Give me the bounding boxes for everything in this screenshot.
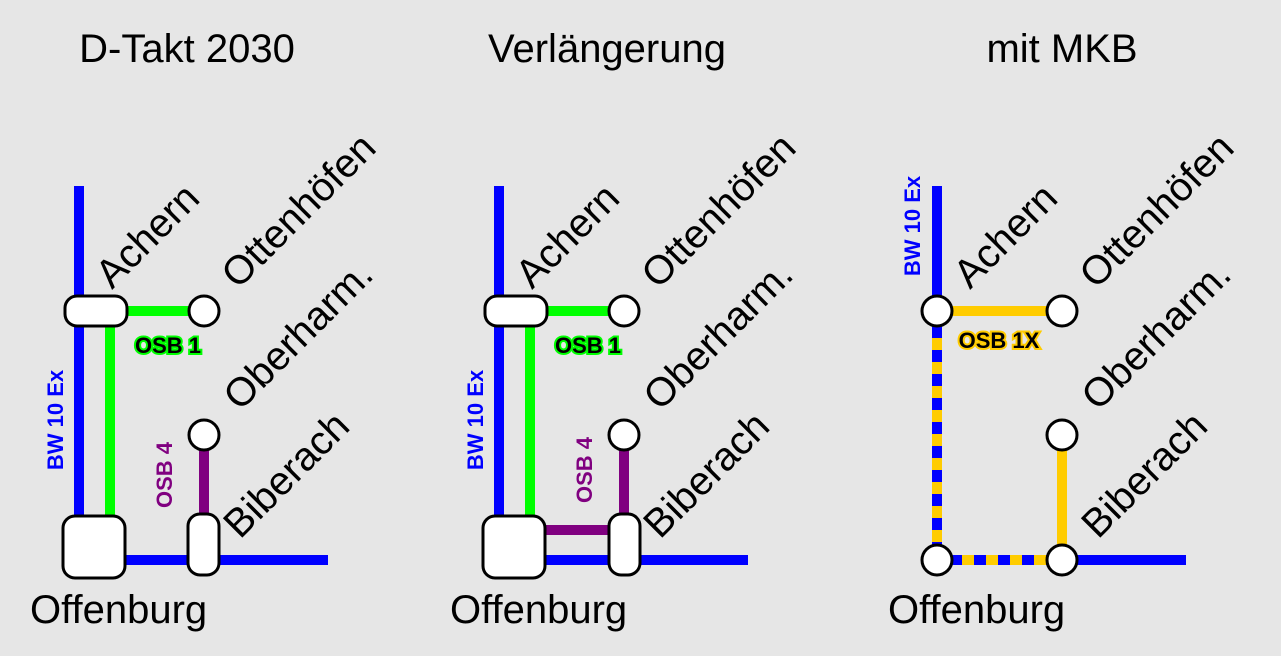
station-biberach xyxy=(1045,543,1079,577)
station-biberach xyxy=(186,512,221,577)
panel-title: Verlängerung xyxy=(488,27,726,71)
station-oberharm xyxy=(1045,418,1079,452)
station-oberharm xyxy=(607,418,641,452)
station-achern xyxy=(63,294,129,328)
label-bw10: BW 10 Ex xyxy=(900,175,925,276)
panel-title: mit MKB xyxy=(986,27,1137,71)
label-offenburg: Offenburg xyxy=(450,588,627,632)
station-ottenhoefen xyxy=(187,294,221,328)
label-bw10: BW 10 Ex xyxy=(43,369,68,470)
station-ottenhoefen xyxy=(1045,294,1079,328)
panel-title: D-Takt 2030 xyxy=(79,27,295,71)
label-offenburg: Offenburg xyxy=(30,588,207,632)
label-bw10: BW 10 Ex xyxy=(463,369,488,470)
station-achern xyxy=(483,294,549,328)
label-osb4: OSB 4 xyxy=(152,441,177,508)
label-osb1x: OSB 1X xyxy=(959,328,1040,353)
station-offenburg xyxy=(920,543,954,577)
station-oberharm xyxy=(187,418,221,452)
station-offenburg xyxy=(481,514,547,580)
station-achern xyxy=(920,294,954,328)
label-osb4: OSB 4 xyxy=(572,436,597,503)
label-osb1: OSB 1 xyxy=(555,333,621,358)
label-offenburg: Offenburg xyxy=(888,588,1065,632)
station-ottenhoefen xyxy=(607,294,641,328)
station-biberach xyxy=(607,512,642,577)
label-osb1: OSB 1 xyxy=(135,333,201,358)
station-offenburg xyxy=(61,514,127,580)
